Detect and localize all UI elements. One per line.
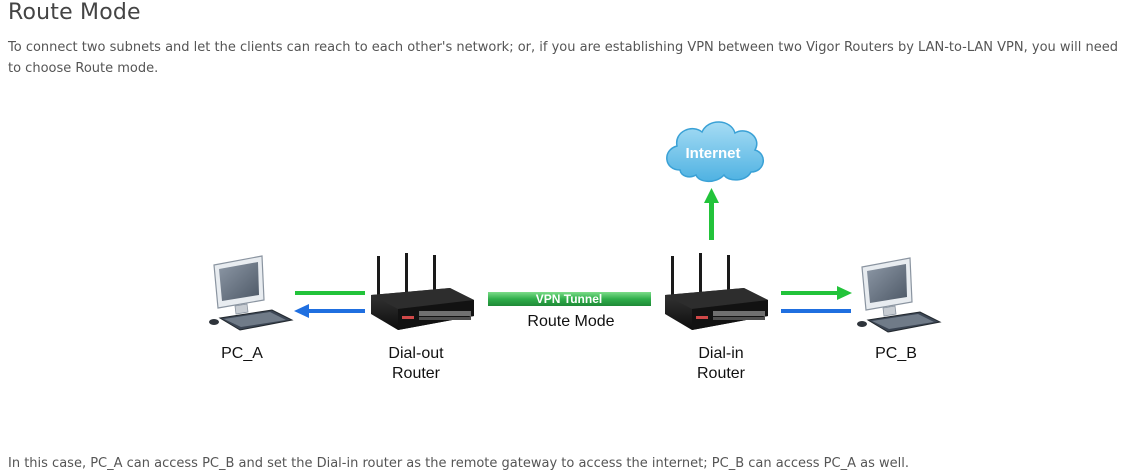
pc-b-arrows [781,286,852,313]
dial-in-label-line1: Dial-in [698,345,743,362]
pc-b-label: PC_B [875,345,917,362]
vpn-tunnel-bar: VPN Tunnel [488,292,651,306]
internet-cloud-icon: Internet [666,121,764,183]
internet-label: Internet [685,145,740,162]
dial-out-label-line1: Dial-out [388,345,444,362]
page-title: Route Mode [8,0,141,25]
green-line-icon [781,291,838,295]
blue-line-icon [781,309,851,313]
dial-in-router-icon [665,253,768,330]
intro-paragraph: To connect two subnets and let the clien… [8,40,1118,76]
blue-line-icon [308,309,365,313]
dial-out-router-icon [371,253,474,330]
pc-b-computer-icon [857,257,942,333]
green-line-icon [295,291,365,295]
pc-a-computer-icon [209,255,294,331]
route-mode-label: Route Mode [527,313,614,330]
outro-paragraph: In this case, PC_A can access PC_B and s… [8,456,909,471]
dial-out-label-line2: Router [392,365,441,382]
up-arrow-icon [704,188,719,240]
pc-a-label: PC_A [221,345,263,362]
pc-a-arrows [294,291,365,318]
right-arrow-icon [837,286,852,300]
vpn-tunnel-label: VPN Tunnel [536,292,602,306]
left-arrow-icon [294,304,309,318]
dial-in-label-line2: Router [697,365,746,382]
